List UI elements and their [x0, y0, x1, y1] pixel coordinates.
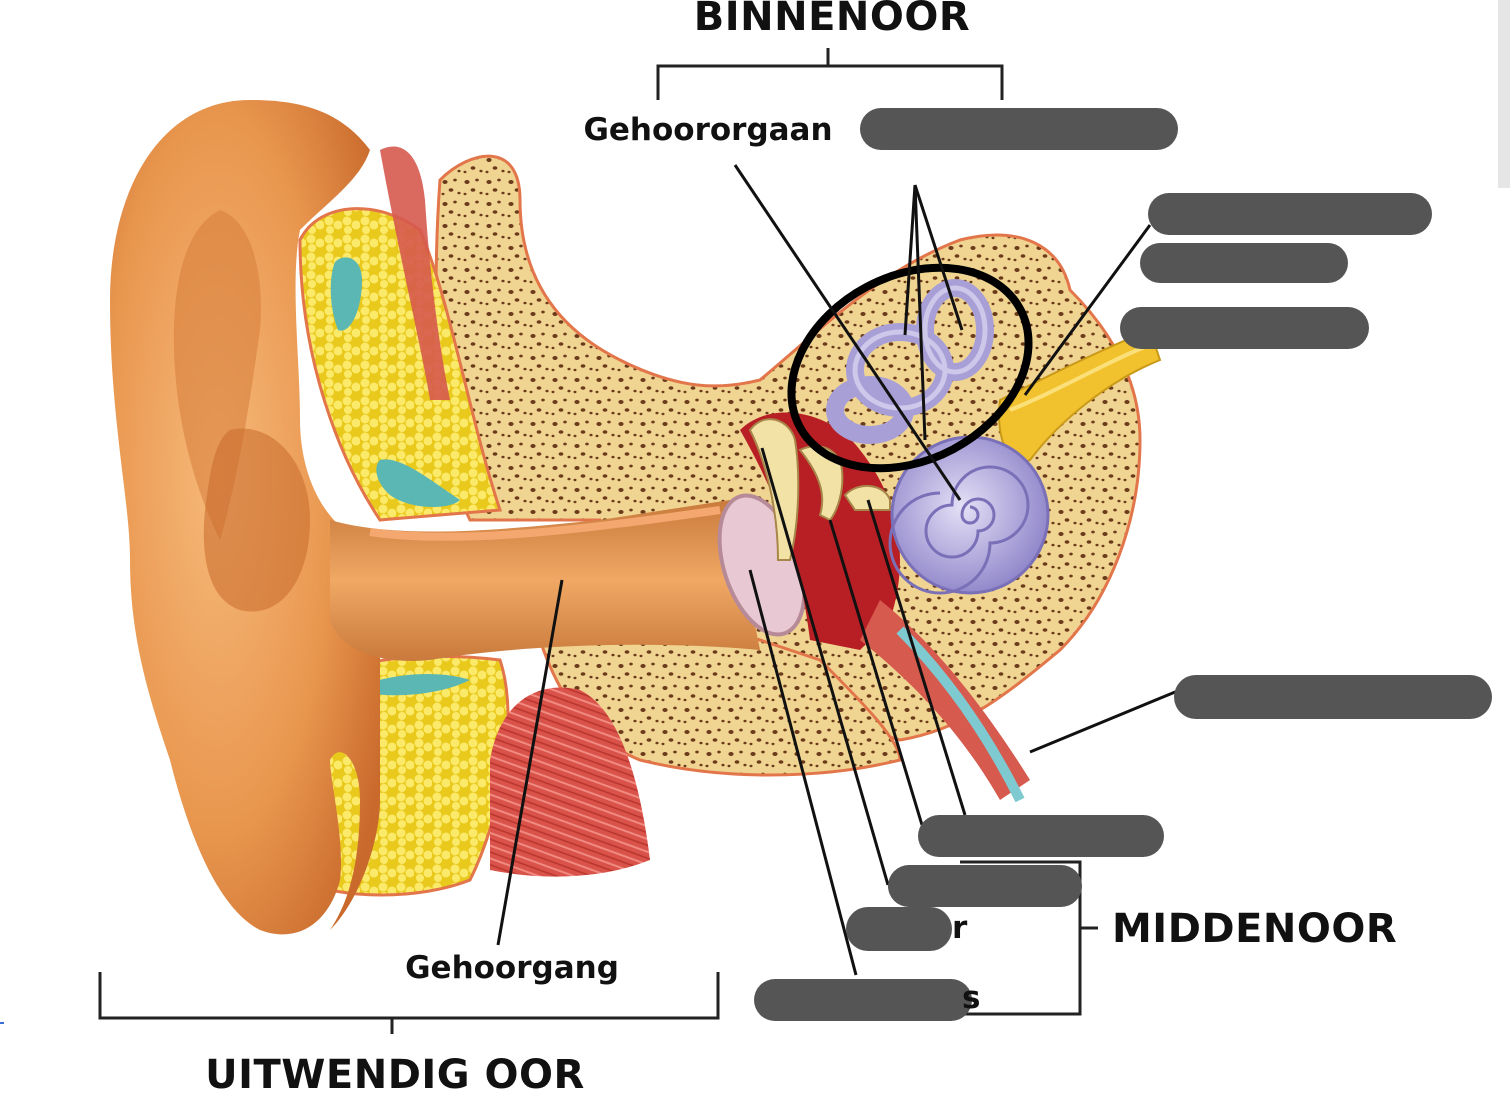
bracket-inner-ear	[656, 48, 1004, 100]
redacted-label-1[interactable]	[860, 108, 1178, 150]
muscle-tissue	[490, 687, 650, 877]
section-title-middle-ear: MIDDENOOR	[1112, 906, 1397, 952]
redacted-label-2[interactable]	[1148, 193, 1432, 235]
ear-canal	[330, 500, 760, 661]
label-partial-s: s	[962, 980, 980, 1016]
edge-strip	[1498, 0, 1510, 188]
redacted-label-4[interactable]	[1120, 307, 1369, 349]
edge-marker	[0, 1022, 4, 1024]
redacted-label-6[interactable]	[918, 815, 1164, 857]
redacted-labels	[754, 108, 1492, 1021]
leader-lines	[496, 164, 1181, 976]
bracket-middle-ear	[960, 860, 1098, 1016]
highlight-circle	[787, 263, 1033, 473]
label-organ-of-hearing: Gehoororgaan	[583, 112, 832, 148]
label-partial-r: r	[952, 910, 968, 946]
bracket-outer-ear	[98, 972, 720, 1034]
stirrup-bone	[843, 485, 891, 511]
redacted-label-9[interactable]	[754, 979, 972, 1021]
redacted-label-8[interactable]	[846, 907, 952, 951]
anvil-bone	[798, 445, 844, 522]
redacted-label-5[interactable]	[1174, 675, 1492, 719]
redacted-label-7[interactable]	[888, 865, 1082, 907]
redacted-label-3[interactable]	[1140, 243, 1348, 283]
section-title-outer-ear: UITWENDIG OOR	[205, 1052, 585, 1098]
section-title-inner-ear: BINNENOOR	[694, 0, 970, 40]
anatomy-illustration	[110, 100, 1162, 935]
label-ear-canal: Gehoorgang	[405, 950, 619, 986]
